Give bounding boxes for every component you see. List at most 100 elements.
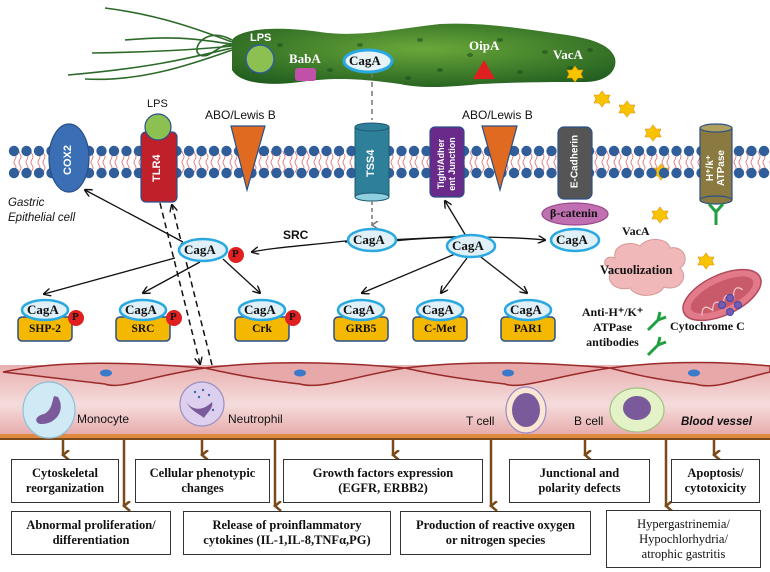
phospholipid-head (21, 167, 32, 179)
bacterium-oipa-label: OipA (469, 38, 500, 53)
outcome-arrows (63, 440, 714, 506)
tlr4-ligand-label: LPS (147, 98, 168, 110)
tlr4-label: TLR4 (151, 154, 163, 183)
phospholipid-head (621, 145, 632, 157)
phospholipid-head (33, 145, 45, 157)
signaling-arrows (44, 190, 545, 294)
phospholipid-head (596, 167, 607, 179)
phospholipid-head (546, 145, 557, 157)
phospholipid-head (408, 167, 420, 179)
caga-bound (336, 298, 386, 322)
phospholipid-head (658, 167, 670, 179)
phospholipid-head (483, 167, 495, 179)
phospholipid-head (96, 145, 107, 157)
phospholipid-head (533, 167, 545, 179)
outcome-line: Apoptosis/ (687, 466, 744, 480)
caga-node-phospho (177, 237, 244, 263)
h-k-atpase-label-line1: H⁺/k⁺ (705, 154, 716, 182)
outcome-cytoskeletal: Cytoskeletal reorganization (11, 459, 119, 503)
phospholipid-head (508, 167, 520, 179)
outcome-line: polarity defects (538, 481, 621, 495)
b-cell (609, 387, 665, 433)
tss4-channel (354, 122, 390, 202)
t-cell (505, 386, 547, 434)
outcome-line: Release of proinflammatory (212, 518, 362, 532)
outcome-line: reorganization (25, 481, 105, 495)
cox2-label: COX2 (62, 145, 74, 175)
tight-junction-label: Tight/Adher ent Junction (436, 133, 458, 195)
phospholipid-head (321, 145, 332, 157)
outcome-line: differentiation (52, 533, 130, 547)
outcome-line: cytotoxicity (684, 481, 747, 495)
caga-bound-label: CagA (244, 302, 276, 317)
phospho-badge (285, 310, 301, 326)
phospholipid-head (671, 167, 682, 179)
phospholipid-head (196, 167, 207, 179)
target-name-label: Crk (252, 323, 272, 335)
phospholipid-head (208, 145, 220, 157)
phospho-badge (68, 310, 84, 326)
tight-junction-protein (429, 126, 465, 198)
phospholipid-head (283, 145, 295, 157)
phospho-label: P (170, 311, 177, 323)
phospholipid-head (608, 167, 620, 179)
outcome-line: or nitrogen species (445, 533, 546, 547)
vacuolization-cloud (604, 239, 686, 296)
phospholipid-head (308, 145, 320, 157)
outcome-apoptosis: Apoptosis/ cytotoxicity (671, 459, 760, 503)
caga-bound (118, 298, 168, 322)
monocyte-label: Monocyte (77, 412, 130, 426)
outcome-line: changes (181, 481, 224, 495)
phospholipid-head (546, 167, 557, 179)
antibody-label-line3: antibodies (586, 335, 639, 349)
phospholipid-head (196, 145, 207, 157)
phospholipid-head (221, 167, 232, 179)
cox2-protein (48, 123, 90, 193)
target-name-label: SHP-2 (29, 323, 61, 335)
outcome-phenotypic: Cellular phenotypic changes (135, 459, 270, 503)
phospho-label: P (289, 311, 296, 323)
tight-junction-label-line2: ent Junction (447, 137, 457, 191)
bacterium-lps-label: LPS (250, 32, 272, 44)
t-cell-label: T cell (466, 414, 495, 428)
phospholipid-head (758, 145, 770, 157)
caga-node-hub (445, 233, 497, 259)
outcome-line: Cellular phenotypic (149, 466, 256, 480)
e-cadherin-label: E-Cadherin (569, 134, 581, 189)
phospho-badge (228, 247, 244, 263)
caga-node-tss4 (346, 227, 398, 253)
caga-bound (20, 298, 70, 322)
gastric-epithelial-cell-label: Gastric Epithelial cell (8, 196, 75, 226)
lps-bacterial-icon (245, 44, 275, 74)
phospholipid-head (408, 145, 420, 157)
cytochrome-c-icon (718, 294, 742, 316)
beta-catenin-protein (541, 202, 609, 226)
bacterium-spots (252, 38, 593, 80)
phospholipid-head (608, 145, 620, 157)
target-name-label: GRB5 (345, 323, 377, 335)
src-kinase-label: SRC (283, 228, 309, 242)
caga-bound-label: CagA (343, 302, 375, 317)
caga-bound-label: CagA (510, 302, 542, 317)
antibody-label-line1: Anti-H⁺/K⁺ (581, 305, 644, 319)
bacterium-vaca-label: VacA (553, 47, 583, 62)
phospholipid-head (271, 145, 282, 157)
caga-bound (237, 298, 287, 322)
anti-atpase-antibodies-label: Anti-H⁺/K⁺ ATPase antibodies (575, 305, 650, 350)
caga-tss4-node-label: CagA (353, 232, 385, 247)
neutrophil-cell (179, 381, 225, 427)
target-complex-par1 (500, 298, 556, 342)
phospholipid-head (21, 145, 32, 157)
tss4-label: TSS4 (365, 149, 377, 177)
caga-bound-label: CagA (27, 302, 59, 317)
phospholipid-head (283, 167, 295, 179)
endothelial-nuclei (100, 369, 700, 377)
phospholipid-head (271, 167, 282, 179)
antibody-label-line2: ATPase (592, 320, 633, 334)
phospholipid-head (308, 167, 320, 179)
bacterium-baba-label: BabA (289, 51, 321, 66)
vacuolization-label: Vacuolization (600, 263, 673, 277)
phospholipid-head (758, 167, 770, 179)
h-k-atpase-label-line2: ATPase (716, 150, 727, 186)
